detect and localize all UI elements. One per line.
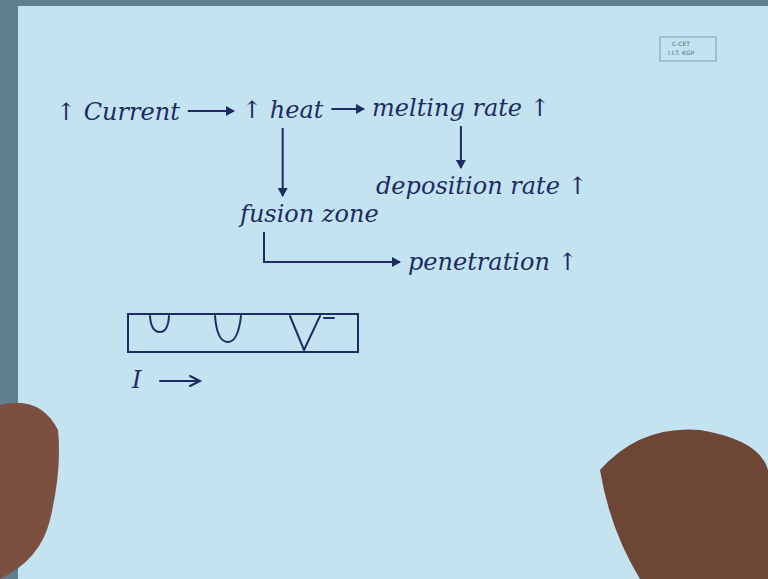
flow-arrow — [264, 232, 400, 262]
flow-arrow — [331, 108, 364, 110]
left-hand — [0, 403, 59, 579]
right-hand — [600, 430, 768, 579]
phrase-text: ↑ heat — [242, 96, 323, 124]
phrase-text: ↑ Current — [56, 98, 180, 126]
note-phrase: deposition rate ↑ — [372, 170, 592, 202]
weld-plate — [128, 314, 358, 386]
note-phrase: fusion zone — [236, 198, 383, 230]
note-phrase: penetration ↑ — [404, 246, 582, 278]
note-phrase: ↑ Current — [52, 96, 184, 128]
flow-arrow — [188, 110, 234, 112]
note-phrase: ↑ heat — [238, 94, 327, 126]
phrase-text: penetration ↑ — [408, 248, 578, 276]
note-phrase: melting rate ↑ — [368, 92, 554, 124]
flow-arrow — [460, 126, 462, 168]
phrase-text: fusion zone — [240, 200, 379, 228]
flow-arrow — [282, 128, 284, 196]
phrase-text: melting rate ↑ — [372, 94, 550, 122]
stamp-box — [660, 37, 716, 61]
phrase-text: deposition rate ↑ — [376, 172, 588, 200]
stamp-text: C-CET — [672, 40, 690, 47]
current-symbol: I — [132, 366, 141, 394]
stamp-text: I.I.T. KGP — [668, 49, 694, 56]
